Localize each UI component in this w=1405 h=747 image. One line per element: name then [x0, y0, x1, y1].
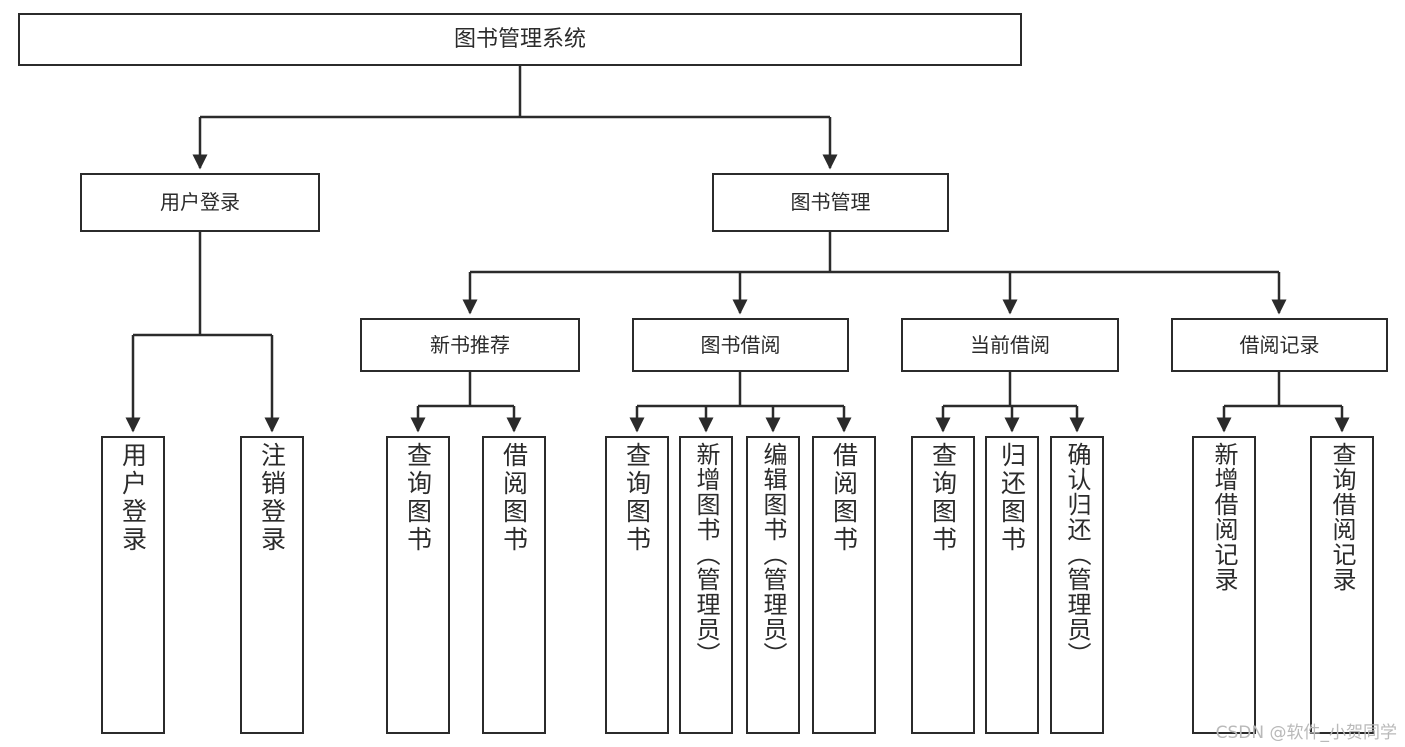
node-borrow-record-label: 借阅记录 [1239, 332, 1320, 357]
node-new-book-recommend[interactable]: 新书推荐 [360, 318, 580, 372]
node-leaf-add-book-admin-label: 新增图书（管理员） [692, 442, 720, 667]
node-root[interactable]: 图书管理系统 [18, 13, 1022, 66]
node-leaf-borrow-book-1-label: 借阅图书 [499, 442, 529, 554]
node-book-borrow[interactable]: 图书借阅 [632, 318, 849, 372]
node-leaf-query-book-1[interactable]: 查询图书 [386, 436, 450, 734]
node-current-borrow-label: 当前借阅 [970, 332, 1050, 357]
node-leaf-edit-book-admin-label: 编辑图书（管理员） [759, 442, 787, 667]
node-book-manage[interactable]: 图书管理 [712, 173, 949, 232]
node-leaf-query-book-2-label: 查询图书 [622, 442, 652, 554]
node-leaf-confirm-return-label: 确认归还（管理员） [1063, 442, 1091, 667]
node-leaf-confirm-return[interactable]: 确认归还（管理员） [1050, 436, 1104, 734]
node-leaf-query-book-3[interactable]: 查询图书 [911, 436, 975, 734]
node-leaf-user-logout-label: 注销登录 [257, 442, 287, 554]
node-root-label: 图书管理系统 [453, 26, 586, 52]
node-leaf-add-book-admin[interactable]: 新增图书（管理员） [679, 436, 733, 734]
node-leaf-query-book-1-label: 查询图书 [403, 442, 433, 554]
node-user-login-label: 用户登录 [160, 190, 240, 214]
node-leaf-borrow-book-2-label: 借阅图书 [829, 442, 859, 554]
node-leaf-return-book[interactable]: 归还图书 [985, 436, 1039, 734]
node-new-book-recommend-label: 新书推荐 [430, 332, 510, 357]
node-leaf-query-book-3-label: 查询图书 [928, 442, 958, 554]
node-leaf-return-book-label: 归还图书 [997, 442, 1027, 554]
node-book-manage-label: 图书管理 [790, 190, 871, 214]
node-leaf-user-logout[interactable]: 注销登录 [240, 436, 304, 734]
csdn-watermark: CSDN @软件_小贺同学 [1215, 723, 1397, 743]
node-leaf-borrow-book-1[interactable]: 借阅图书 [482, 436, 546, 734]
node-borrow-record[interactable]: 借阅记录 [1171, 318, 1388, 372]
node-leaf-edit-book-admin[interactable]: 编辑图书（管理员） [746, 436, 800, 734]
node-leaf-query-borrow-record[interactable]: 查询借阅记录 [1310, 436, 1374, 734]
node-leaf-query-book-2[interactable]: 查询图书 [605, 436, 669, 734]
node-book-borrow-label: 图书借阅 [700, 332, 781, 357]
node-leaf-user-login[interactable]: 用户登录 [101, 436, 165, 734]
node-current-borrow[interactable]: 当前借阅 [901, 318, 1119, 372]
node-leaf-borrow-book-2[interactable]: 借阅图书 [812, 436, 876, 734]
node-leaf-user-login-label: 用户登录 [118, 442, 148, 554]
node-leaf-add-borrow-record[interactable]: 新增借阅记录 [1192, 436, 1256, 734]
node-leaf-add-borrow-record-label: 新增借阅记录 [1210, 442, 1238, 592]
node-user-login[interactable]: 用户登录 [80, 173, 320, 232]
node-leaf-query-borrow-record-label: 查询借阅记录 [1328, 442, 1356, 592]
